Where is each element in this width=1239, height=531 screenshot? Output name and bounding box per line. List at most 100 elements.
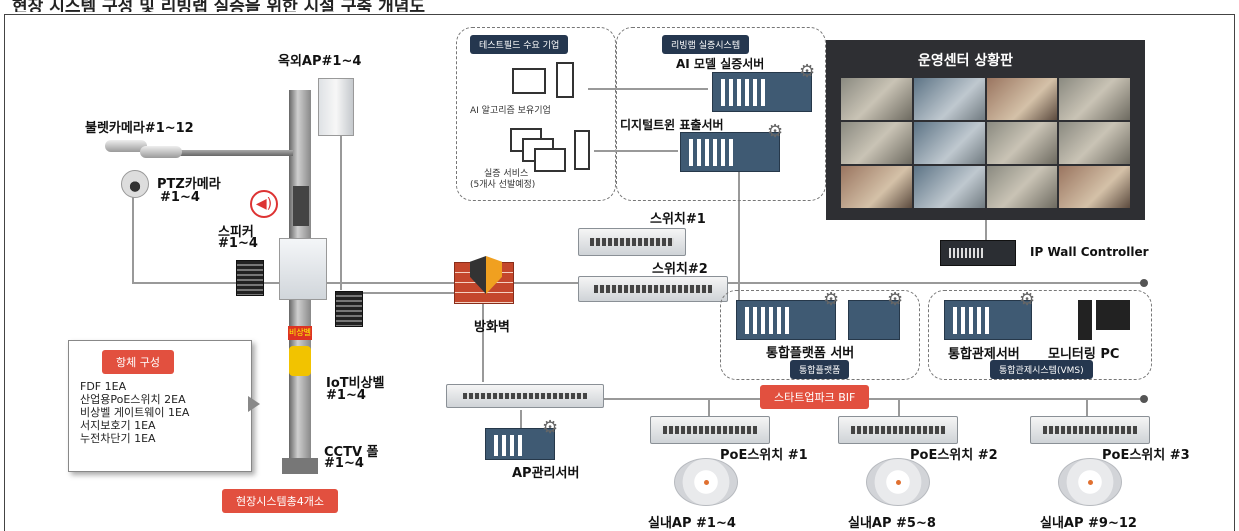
firewall-down-line <box>482 300 484 382</box>
poe-switch-label-1: PoE스위치 #1 <box>720 448 808 463</box>
switch2-icon <box>578 276 728 302</box>
item-bell-gateway: 비상벨 게이트웨이 1EA <box>80 406 190 419</box>
vms-server-icon: ⚙ <box>944 291 1035 340</box>
poe-switch-icon-2 <box>838 416 958 444</box>
iot-bell-label-2: #1~4 <box>326 388 366 403</box>
switch1-icon <box>578 228 686 256</box>
cctv-grid <box>841 78 1130 208</box>
bullet-camera-icon-2 <box>140 146 182 158</box>
service-label-2: (5개사 선발예정) <box>470 180 536 190</box>
livinglab-tag: 리빙랩 실증시스템 <box>662 35 750 54</box>
poe-switch-label-3: PoE스위치 #3 <box>1102 448 1190 463</box>
switch-iot-line <box>350 292 470 294</box>
ai-server-label: AI 모델 실증서버 <box>676 57 765 71</box>
indoor-ap-label-2: 실내AP #5~8 <box>848 516 936 531</box>
poe1-line <box>708 398 710 418</box>
iot-bell-label-1: IoT비상벨 <box>326 376 385 391</box>
livinglab-box <box>616 27 826 201</box>
ptz-label-1: PTZ카메라 <box>157 177 221 192</box>
platform-box <box>720 290 920 380</box>
platform-server-icon-1: ⚙ <box>736 291 839 340</box>
pole-speaker-box <box>293 186 309 226</box>
outdoor-ap-icon <box>318 78 354 136</box>
test-field-tag: 테스트필드 수요 기업 <box>470 35 569 54</box>
firewall-label: 방화벽 <box>474 320 510 335</box>
switch2-label: 스위치#2 <box>652 262 708 277</box>
monitoring-pc-tower-icon <box>1078 300 1092 340</box>
pole-arm <box>175 150 293 156</box>
speaker-label-1: 스피커 <box>218 225 254 240</box>
twin-server-label: 디지털트윈 표출서버 <box>620 118 724 132</box>
ai-company-pc-icon <box>512 68 546 94</box>
bullet-camera-icon-1 <box>105 140 147 152</box>
speaker-icon: ◀) <box>250 190 278 218</box>
vms-server-label: 통합관제서버 <box>948 347 1020 362</box>
items-box-pointer <box>248 396 260 412</box>
bif-tag: 스타트업파크 BIF <box>760 385 870 409</box>
poe-switch-label-2: PoE스위치 #2 <box>910 448 998 463</box>
ai-company-label: AI 알고리즘 보유기업 <box>470 106 551 116</box>
service-tower-icon <box>574 130 590 170</box>
outdoor-ap-line <box>340 130 342 290</box>
emergency-bell-icon <box>289 346 311 376</box>
apmgmt-line <box>520 410 522 428</box>
ai-company-tower-icon <box>556 62 574 98</box>
items-list: FDF 1EA 산업용PoE스위치 2EA 비상벨 게이트웨이 1EA 서지보호… <box>80 380 189 445</box>
lower-bus-line <box>600 398 1140 400</box>
camera-drop-line <box>132 180 134 282</box>
platform-server-label: 통합플랫폼 서버 <box>766 346 855 361</box>
ops-center-display: 운영센터 상황판 <box>826 40 1145 220</box>
item-breaker: 누전차단기 1EA <box>80 432 156 445</box>
bullet-camera-label: 불렛카메라#1~12 <box>85 121 194 136</box>
monitoring-pc-monitor-icon <box>1096 300 1130 330</box>
service-pc-icon-3 <box>534 148 566 172</box>
bus-end-dot <box>1140 279 1148 287</box>
test-field-box <box>456 27 616 201</box>
poe2-line <box>898 398 900 418</box>
wall-down-line <box>985 220 987 240</box>
poe3-line <box>1086 398 1088 418</box>
cctv-pole-label-2: #1~4 <box>324 456 364 471</box>
vms-box <box>928 290 1152 380</box>
indoor-ap-icon-2 <box>866 458 930 506</box>
platform-tag: 통합플랫폼 <box>790 360 850 379</box>
speaker-label-2: #1~4 <box>218 236 258 251</box>
indoor-ap-icon-3 <box>1058 458 1122 506</box>
pc-server-arrow-1 <box>588 88 708 90</box>
ip-wall-label: IP Wall Controller <box>1030 245 1149 259</box>
pole-base <box>282 458 318 474</box>
header-cut-text: 현장 시스템 구성 및 리빙랩 실증을 위한 시설 구축 개념도 <box>12 0 425 12</box>
platform-server-icon-2: ⚙ <box>848 291 903 340</box>
ai-server-icon: ⚙ <box>712 63 815 112</box>
poe-switch-icon-1 <box>650 416 770 444</box>
item-surge-protector: 서지보호기 1EA <box>80 419 156 432</box>
diagram-frame <box>4 14 1235 531</box>
lower-bus-end-dot <box>1140 395 1148 403</box>
server-down-line <box>738 168 740 308</box>
ip-wall-controller-icon <box>940 240 1016 266</box>
indoor-ap-icon-1 <box>674 458 738 506</box>
emergency-bell-sign: 비상벨 <box>288 326 312 340</box>
site-system-tag: 현장시스템총4개소 <box>222 489 338 513</box>
item-fdf: FDF 1EA <box>80 380 127 393</box>
outdoor-ap-label: 옥외AP#1~4 <box>278 54 362 69</box>
ptz-label-2: #1~4 <box>160 190 200 205</box>
ops-center-title: 운영센터 상황판 <box>918 53 1014 69</box>
industrial-switch-icon-2 <box>335 291 363 327</box>
ap-mgmt-label: AP관리서버 <box>512 466 580 481</box>
vms-tag: 통합관제시스템(VMS) <box>990 360 1093 379</box>
monitoring-pc-label: 모니터링 PC <box>1048 347 1120 362</box>
switch1-label: 스위치#1 <box>650 212 706 227</box>
item-poe-switch: 산업용PoE스위치 2EA <box>80 393 186 406</box>
ap-mgmt-server-icon: ⚙ <box>485 419 558 460</box>
service-label-1: 실증 서비스 <box>484 169 529 179</box>
items-box-tag: 항체 구성 <box>102 350 174 374</box>
pc-server-arrow-2 <box>594 150 678 152</box>
indoor-ap-label-1: 실내AP #1~4 <box>648 516 736 531</box>
pole-cabinet <box>279 238 327 300</box>
poe-switch-icon-3 <box>1030 416 1150 444</box>
cctv-pole-label-1: CCTV 폴 <box>324 445 379 460</box>
ptz-camera-icon <box>121 170 149 198</box>
core-switch-icon <box>446 384 604 408</box>
industrial-switch-icon-1 <box>236 260 264 296</box>
